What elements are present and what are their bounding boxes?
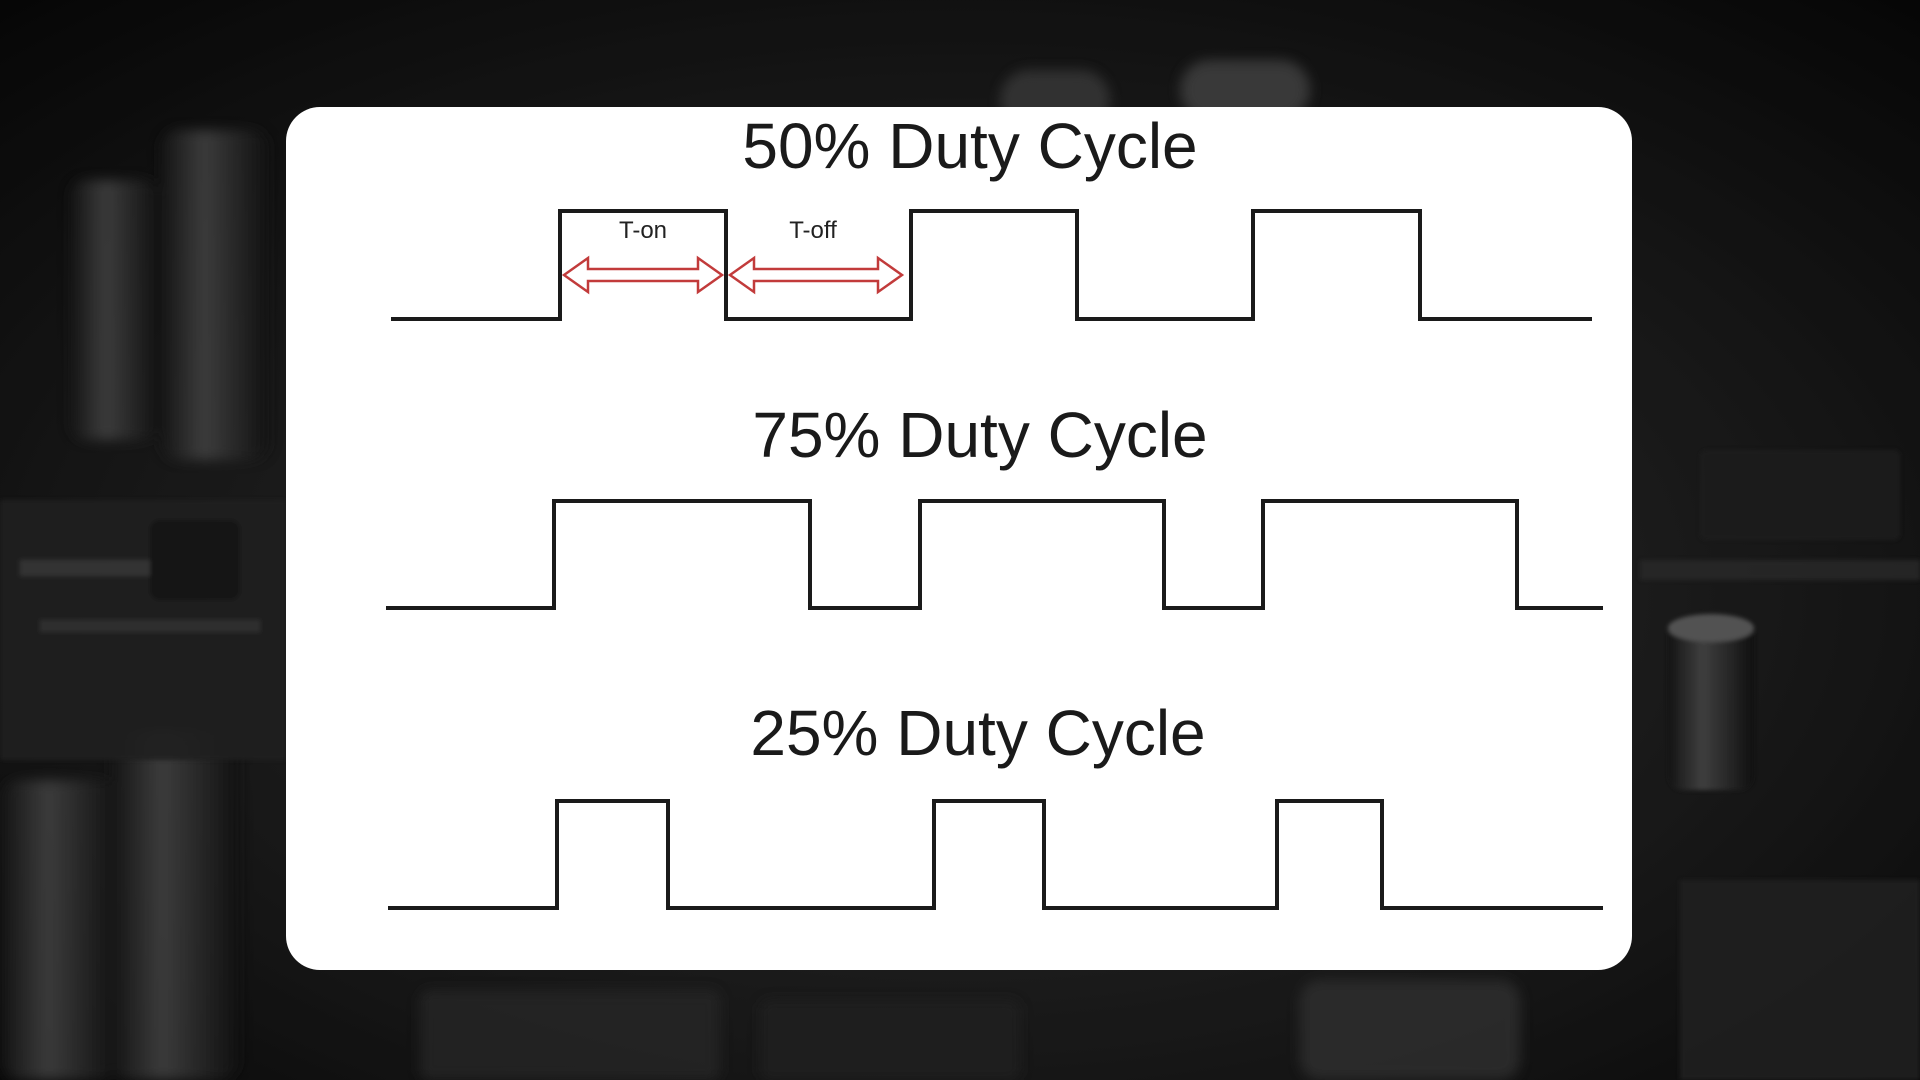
t-off-arrow: [727, 255, 905, 295]
waveform-75: [386, 499, 1603, 610]
waveform-25: [388, 799, 1603, 910]
diagram-card: 50% Duty Cycle T-on T-off 75% Duty Cycle…: [286, 107, 1632, 970]
panel-title-25: 25% Duty Cycle: [750, 697, 1205, 769]
duty-cycle-diagram: 50% Duty Cycle T-on T-off 75% Duty Cycle…: [386, 110, 1603, 910]
waveform-50: [391, 209, 1592, 321]
t-on-arrow: [561, 255, 725, 295]
panel-title-50: 50% Duty Cycle: [742, 110, 1197, 182]
t-off-label: T-off: [789, 217, 837, 244]
panel-title-75: 75% Duty Cycle: [752, 399, 1207, 471]
t-on-label: T-on: [619, 217, 667, 244]
